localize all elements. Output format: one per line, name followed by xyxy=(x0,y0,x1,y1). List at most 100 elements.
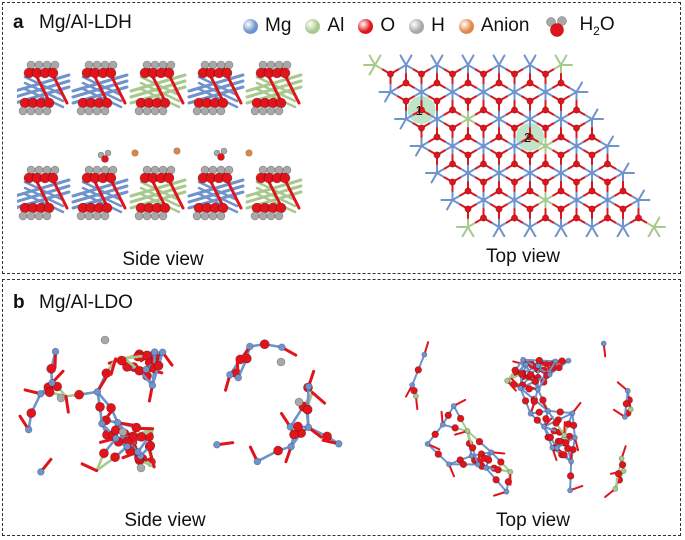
bond xyxy=(560,226,568,237)
bond xyxy=(451,194,462,201)
o-atom xyxy=(495,133,503,141)
bond xyxy=(529,221,539,228)
bond xyxy=(544,194,555,201)
o-atom xyxy=(163,172,175,184)
o-atom xyxy=(511,160,519,168)
bond xyxy=(521,118,531,125)
mg-atom xyxy=(468,452,475,459)
mg-atom xyxy=(424,441,431,447)
o-atom xyxy=(542,178,550,186)
bond xyxy=(498,226,506,237)
bond xyxy=(567,194,578,201)
mg-atom xyxy=(569,410,576,417)
h-atom xyxy=(118,427,128,437)
h-atom xyxy=(250,106,260,116)
legend-label-o: O xyxy=(380,15,396,36)
o-atom xyxy=(480,106,488,114)
o-atom xyxy=(402,97,410,105)
bond xyxy=(412,91,423,98)
bond xyxy=(567,86,578,93)
mg-atom xyxy=(148,381,157,390)
bond xyxy=(598,145,609,152)
site-1-label: 1 xyxy=(416,103,423,118)
o-atom xyxy=(433,97,441,105)
bond xyxy=(585,226,593,237)
bond xyxy=(436,172,446,179)
mg-atom xyxy=(553,445,560,451)
mg-atom xyxy=(142,365,150,374)
o-atom xyxy=(535,356,543,365)
bond xyxy=(492,54,500,66)
o-atom xyxy=(464,97,472,105)
bond xyxy=(529,167,539,174)
bond xyxy=(474,86,485,93)
o-atom xyxy=(542,415,550,423)
bond xyxy=(552,113,562,120)
bond xyxy=(606,199,617,206)
o-atom xyxy=(480,70,488,78)
o-atom xyxy=(588,151,596,159)
o-atom xyxy=(105,172,117,184)
o-atom xyxy=(495,97,503,105)
bond xyxy=(451,140,462,147)
bond xyxy=(521,113,531,120)
o-atom xyxy=(542,106,550,114)
al-atom xyxy=(561,432,568,439)
h-atom xyxy=(274,106,284,116)
bond xyxy=(451,86,462,93)
legend-label-mg: Mg xyxy=(265,15,292,36)
bond xyxy=(591,167,601,174)
bond xyxy=(567,199,578,206)
bond xyxy=(536,194,547,201)
bond xyxy=(482,145,493,152)
bond xyxy=(428,118,438,125)
bond xyxy=(529,226,537,237)
mg-atom xyxy=(503,488,510,495)
mg-atom xyxy=(335,440,343,448)
h-atom xyxy=(76,211,86,221)
legend-label-water: H2O xyxy=(579,14,615,38)
bond xyxy=(374,64,384,71)
h-atom xyxy=(42,106,52,116)
o-atom xyxy=(495,187,503,195)
o-atom xyxy=(106,403,116,413)
o-atom xyxy=(279,172,291,184)
o-atom xyxy=(511,106,519,114)
bond xyxy=(446,199,454,211)
o-atom xyxy=(557,97,565,105)
o-atom xyxy=(492,476,500,484)
al-atom xyxy=(612,485,619,492)
bond xyxy=(482,199,493,206)
bond xyxy=(498,167,508,174)
h-atom xyxy=(192,106,202,116)
o-atom xyxy=(159,97,171,109)
o-atom xyxy=(622,400,631,408)
bond xyxy=(474,194,485,201)
o-atom xyxy=(410,386,418,395)
o-atom xyxy=(557,151,565,159)
o-atom xyxy=(557,205,565,213)
al-atom xyxy=(618,455,625,462)
o-atom xyxy=(588,187,596,195)
bond xyxy=(536,86,547,93)
bond xyxy=(474,140,485,147)
bond xyxy=(583,172,593,179)
o-atom xyxy=(526,187,534,195)
bond xyxy=(606,194,617,201)
bond xyxy=(490,172,500,179)
bond xyxy=(637,189,645,201)
o-atom xyxy=(511,178,519,186)
anion-atom xyxy=(245,149,253,157)
bond xyxy=(384,91,392,103)
bond xyxy=(139,192,181,214)
o-atom xyxy=(431,430,439,439)
o-atom xyxy=(619,187,627,195)
mg-atom xyxy=(520,356,527,363)
panel-b-title: Mg/Al-LDO xyxy=(39,292,133,313)
bond xyxy=(505,86,516,93)
al-atom-icon xyxy=(305,18,321,34)
h-atom xyxy=(192,211,202,221)
bond xyxy=(567,145,578,152)
o-atom xyxy=(402,79,410,87)
bond xyxy=(544,145,555,152)
